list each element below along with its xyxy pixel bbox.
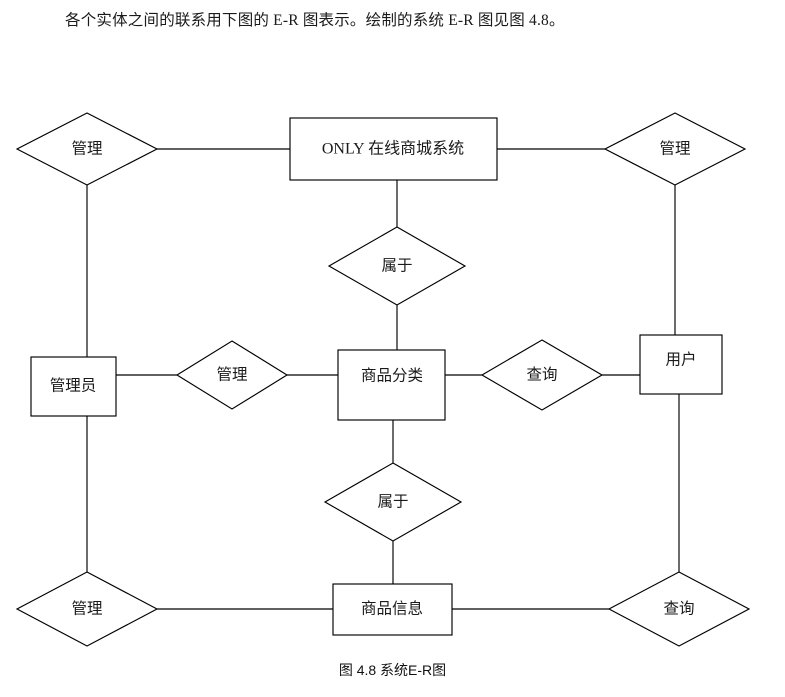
relationship-label: 管理 bbox=[71, 140, 102, 158]
er-diagram: ONLY 在线商城系统 管理员 商品分类 用户 商品信息 管理 管理 bbox=[15, 112, 751, 647]
entity-admin[interactable]: 管理员 bbox=[30, 356, 117, 417]
relationship-manage-top-right[interactable]: 管理 bbox=[603, 112, 747, 186]
relationship-belong-upper[interactable]: 属于 bbox=[327, 226, 467, 306]
relationship-manage-middle[interactable]: 管理 bbox=[175, 340, 289, 410]
relationship-label: 管理 bbox=[216, 366, 247, 384]
relationship-query-bottom-right[interactable]: 查询 bbox=[607, 571, 751, 647]
relationship-nodes: 管理 管理 属于 管理 查询 属于 管理 查询 bbox=[15, 112, 751, 647]
connection-lines bbox=[86, 148, 680, 610]
entity-label: 商品信息 bbox=[361, 600, 423, 618]
entity-system[interactable]: ONLY 在线商城系统 bbox=[289, 117, 498, 181]
relationship-diamond bbox=[15, 112, 159, 186]
intro-paragraph: 各个实体之间的联系用下图的 E-R 图表示。绘制的系统 E-R 图见图 4.8。 bbox=[65, 12, 565, 29]
relationship-query-middle[interactable]: 查询 bbox=[480, 339, 604, 411]
entity-category[interactable]: 商品分类 bbox=[337, 349, 446, 421]
relationship-diamond bbox=[327, 226, 467, 306]
relationship-label: 属于 bbox=[381, 258, 412, 275]
relationship-manage-top-left[interactable]: 管理 bbox=[15, 112, 159, 186]
relationship-diamond bbox=[323, 462, 463, 542]
figure-caption: 图 4.8 系统E-R图 bbox=[338, 662, 447, 678]
relationship-label: 查询 bbox=[663, 600, 694, 618]
entity-box bbox=[639, 334, 723, 395]
entity-label: 商品分类 bbox=[361, 367, 423, 385]
relationship-diamond bbox=[607, 571, 751, 647]
relationship-belong-lower[interactable]: 属于 bbox=[323, 462, 463, 542]
entity-label: ONLY 在线商城系统 bbox=[322, 140, 464, 158]
relationship-label: 属于 bbox=[377, 494, 408, 511]
entity-nodes: ONLY 在线商城系统 管理员 商品分类 用户 商品信息 bbox=[30, 117, 723, 636]
entity-label: 用户 bbox=[665, 351, 696, 369]
entity-box bbox=[30, 356, 117, 417]
relationship-diamond bbox=[480, 339, 604, 411]
relationship-diamond bbox=[175, 340, 289, 410]
relationship-label: 查询 bbox=[526, 366, 557, 384]
relationship-diamond bbox=[603, 112, 747, 186]
entity-box bbox=[332, 583, 453, 636]
relationship-diamond bbox=[15, 571, 159, 647]
relationship-label: 管理 bbox=[71, 600, 102, 618]
relationship-manage-bottom-left[interactable]: 管理 bbox=[15, 571, 159, 647]
relationship-label: 管理 bbox=[659, 140, 690, 158]
entity-label: 管理员 bbox=[50, 377, 97, 395]
entity-box bbox=[337, 349, 446, 421]
entity-user[interactable]: 用户 bbox=[639, 334, 723, 395]
entity-product[interactable]: 商品信息 bbox=[332, 583, 453, 636]
entity-box bbox=[289, 117, 498, 181]
